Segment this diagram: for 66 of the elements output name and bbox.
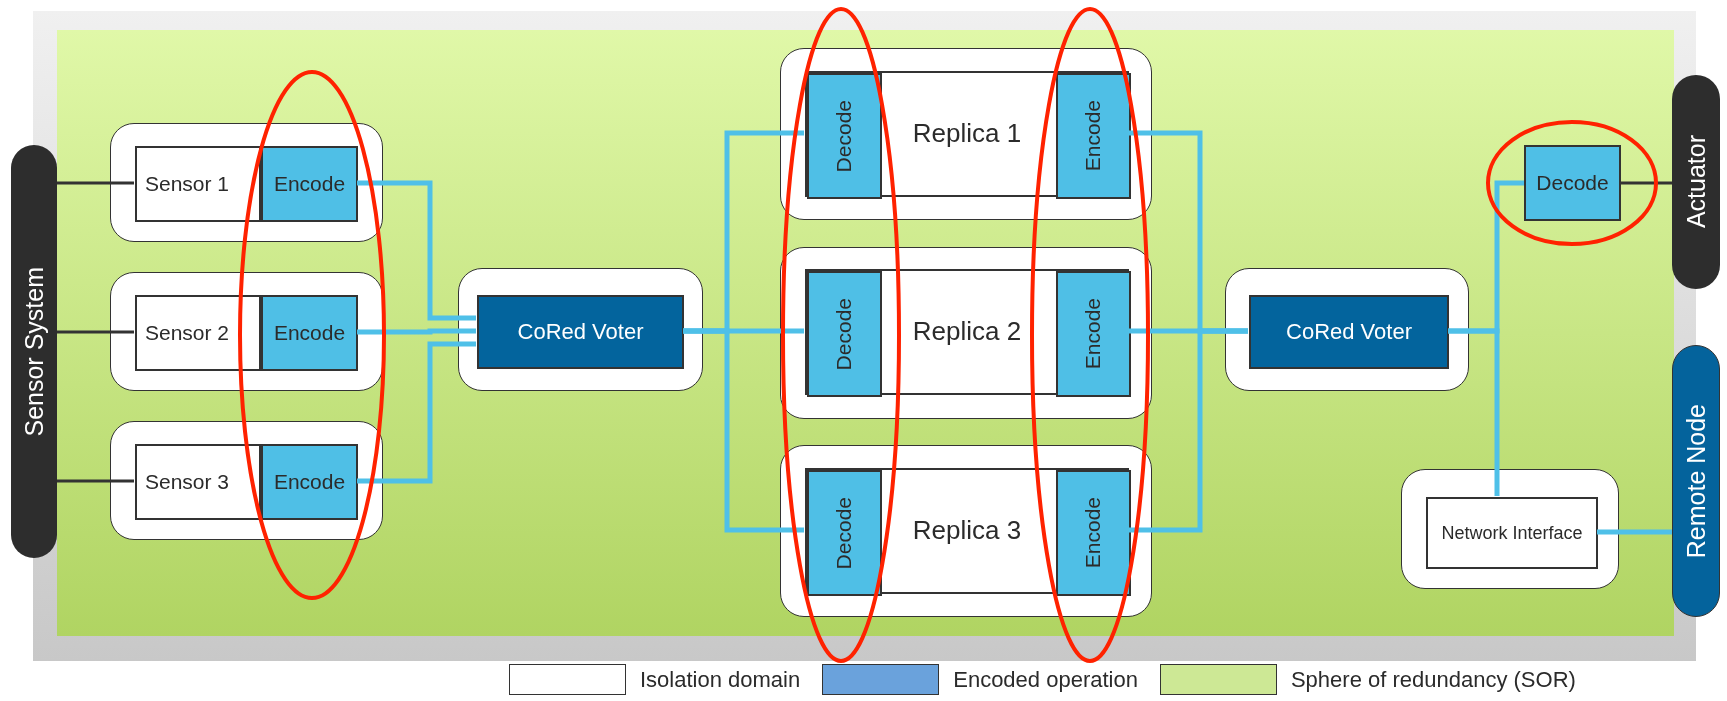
replica-box <box>805 269 1129 395</box>
node-label: Sensor 2 <box>145 320 230 346</box>
system-pill <box>11 145 57 558</box>
legend-text: Sphere of redundancy (SOR) <box>1290 666 1576 693</box>
legend-text: Isolation domain <box>640 666 801 693</box>
connector-line <box>357 341 476 484</box>
node-label: Encode <box>273 469 346 495</box>
node-label: Sensor 3 <box>145 469 230 495</box>
isolation-domain <box>1225 268 1469 391</box>
voter-box <box>477 295 684 369</box>
connector-line <box>57 181 134 185</box>
connector-line <box>1597 529 1672 535</box>
component-box <box>135 146 261 222</box>
codec-block <box>261 146 358 222</box>
node-label: Network Interface <box>1441 522 1583 544</box>
connector-line <box>1448 328 1500 496</box>
node-label: Encode <box>1081 497 1106 569</box>
legend-text: Encoded operation <box>953 666 1138 693</box>
node-label: Encode <box>1081 298 1106 370</box>
isolation-domain <box>1401 469 1619 589</box>
node-label: Decode <box>832 496 857 570</box>
connector-line <box>357 328 476 335</box>
node-label: Decode <box>832 297 857 371</box>
node-label: Encode <box>273 320 346 346</box>
system-pill <box>1672 345 1720 617</box>
node-label: CoRed Voter <box>517 319 644 345</box>
node-label: CoRed Voter <box>1286 319 1412 345</box>
node-label: Encode <box>1081 100 1106 172</box>
isolation-domain <box>458 268 703 391</box>
node-label: Sensor System <box>19 266 49 437</box>
codec-block <box>807 73 882 199</box>
node-label: Replica 1 <box>912 119 1022 149</box>
node-label: Actuator <box>1681 135 1711 229</box>
codec-block <box>1056 73 1131 199</box>
component-box <box>1426 497 1598 569</box>
replica-box <box>805 71 1129 197</box>
connector-line <box>1128 328 1248 533</box>
system-pill <box>1672 75 1720 289</box>
component-box <box>135 295 261 371</box>
connector-line <box>357 180 476 321</box>
codec-block <box>807 271 882 397</box>
codec-block <box>1524 145 1621 221</box>
isolation-domain <box>780 247 1152 419</box>
node-label: Replica 2 <box>912 317 1022 347</box>
node-label: Decode <box>1536 170 1609 196</box>
replica-box <box>805 468 1129 594</box>
isolation-domain <box>110 123 383 242</box>
component-box <box>135 444 261 520</box>
node-label: Encode <box>273 171 346 197</box>
connector-line <box>57 479 134 483</box>
node-label: Decode <box>832 99 857 173</box>
isolation-domain <box>780 48 1152 220</box>
voter-box <box>1249 295 1449 369</box>
codec-block <box>261 295 358 371</box>
node-label: Replica 3 <box>912 516 1022 546</box>
codec-block <box>1056 470 1131 596</box>
isolation-domain <box>110 272 383 391</box>
node-label: Remote Node <box>1681 403 1711 559</box>
codec-block <box>261 444 358 520</box>
codec-block <box>807 470 882 596</box>
node-label: Sensor 1 <box>145 171 230 197</box>
connector-line <box>57 330 134 334</box>
isolation-domain <box>780 445 1152 617</box>
isolation-domain <box>110 421 383 540</box>
connector-line <box>683 328 804 533</box>
codec-block <box>1056 271 1131 397</box>
